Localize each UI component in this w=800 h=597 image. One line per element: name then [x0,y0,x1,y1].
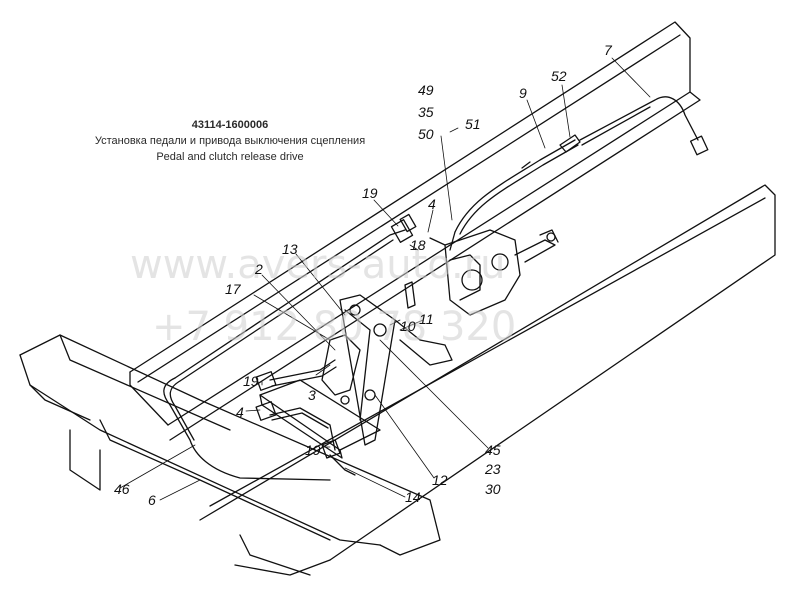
callout-13: 13 [282,241,298,257]
callout-51: 51 [465,116,481,132]
callout-4-left: 4 [236,404,244,420]
callout-7: 7 [604,42,613,58]
drawing-title-ru: Установка педали и привода выключения сц… [94,135,366,147]
booster-assembly [429,229,559,316]
hydraulic-tube-lower [255,359,356,476]
callout-17: 17 [225,281,242,297]
watermark-site: www.avers-auto.ru [130,242,506,288]
callout-19-top: 19 [362,185,378,201]
callout-35: 35 [418,104,434,120]
pedal-base-plate [259,379,381,459]
cross-member [19,334,441,576]
callout-14: 14 [405,489,421,505]
callout-19-bottom: 19 [305,442,321,458]
callout-10: 10 [400,318,416,334]
callout-11: 11 [419,311,434,327]
callout-23: 23 [484,461,501,477]
lower-frame-rail [199,184,776,576]
callout-4-top: 4 [428,196,436,212]
pipe-clamp-upper [390,213,417,243]
callout-6: 6 [148,492,156,508]
drawing-title-en: Pedal and clutch release drive [156,151,304,163]
callout-49: 49 [418,82,434,98]
callout-52: 52 [551,68,567,84]
callout-50: 50 [418,126,434,142]
callout-45: 45 [485,442,501,458]
callout-30: 30 [485,481,501,497]
callout-9: 9 [519,85,527,101]
callout-3: 3 [308,387,316,403]
drawing-title-block: 43114-1600006 Установка педали и привода… [60,117,400,165]
hydraulic-line-upper [454,96,709,235]
upper-frame-rail [129,21,701,441]
callout-12: 12 [432,472,448,488]
callout-2: 2 [254,261,263,277]
hydraulic-tube-long [163,229,406,481]
pedal-bracket [321,281,453,446]
leader-lines [119,57,651,501]
callout-18: 18 [410,237,426,253]
watermark-phone: +7 912 80 78 320 [152,304,516,350]
drawing-part-code: 43114-1600006 [191,119,269,131]
callout-46: 46 [114,481,130,497]
callout-19-left: 19 [243,373,259,389]
